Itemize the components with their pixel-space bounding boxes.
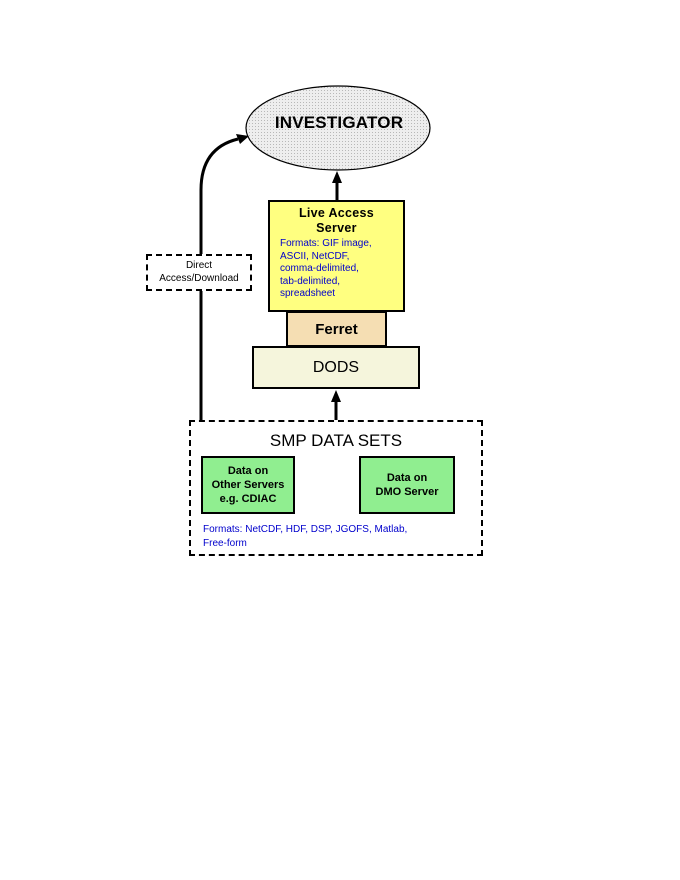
las-formats-line-4: tab-delimited, <box>280 275 341 287</box>
las-title-line-1: Live Access <box>298 206 375 220</box>
las-formats-line-1: Formats: GIF image, <box>280 238 372 249</box>
ferret-box: Ferret <box>286 311 387 347</box>
direct-access-path <box>199 137 239 420</box>
live-access-server-box: Live Access Server Formats: GIF image, A… <box>268 200 405 312</box>
direct-access-line-2: Access/Download <box>159 272 239 284</box>
las-formats-line-2: ASCII, NetCDF, <box>280 250 350 262</box>
direct-access-arrowhead <box>236 134 249 144</box>
smp-data-sets-container <box>189 420 483 556</box>
investigator-label: INVESTIGATOR <box>274 113 404 132</box>
other-servers-line-2: Other Servers <box>211 479 285 491</box>
las-formats-line-5: spreadsheet <box>280 288 336 300</box>
smp-formats-line-1: Formats: NetCDF, HDF, DSP, JGOFS, Matlab… <box>203 524 408 535</box>
las-title-line-2: Server <box>316 221 357 235</box>
smp-to-dods-arrowhead <box>331 390 341 402</box>
investigator-ellipse <box>245 85 431 171</box>
dmo-server-box: Data on DMO Server <box>359 456 455 514</box>
other-servers-line-1: Data on <box>227 465 269 477</box>
dmo-server-line-1: Data on <box>386 472 428 484</box>
dods-box: DODS <box>252 346 420 389</box>
las-to-investigator-arrowhead <box>332 171 342 183</box>
direct-access-line-1: Direct <box>185 260 213 271</box>
las-formats-line-3: comma-delimited, <box>280 263 359 275</box>
dmo-server-line-2: DMO Server <box>375 486 439 498</box>
smp-data-sets-title: SMP DATA SETS <box>269 431 403 450</box>
other-servers-box: Data on Other Servers e.g. CDIAC <box>201 456 295 514</box>
direct-access-box: Direct Access/Download <box>146 254 252 291</box>
smp-formats-text: Formats: NetCDF, HDF, DSP, JGOFS, Matlab… <box>203 523 475 551</box>
other-servers-line-3: e.g. CDIAC <box>219 493 277 505</box>
smp-formats-line-2: Free-form <box>203 538 247 549</box>
